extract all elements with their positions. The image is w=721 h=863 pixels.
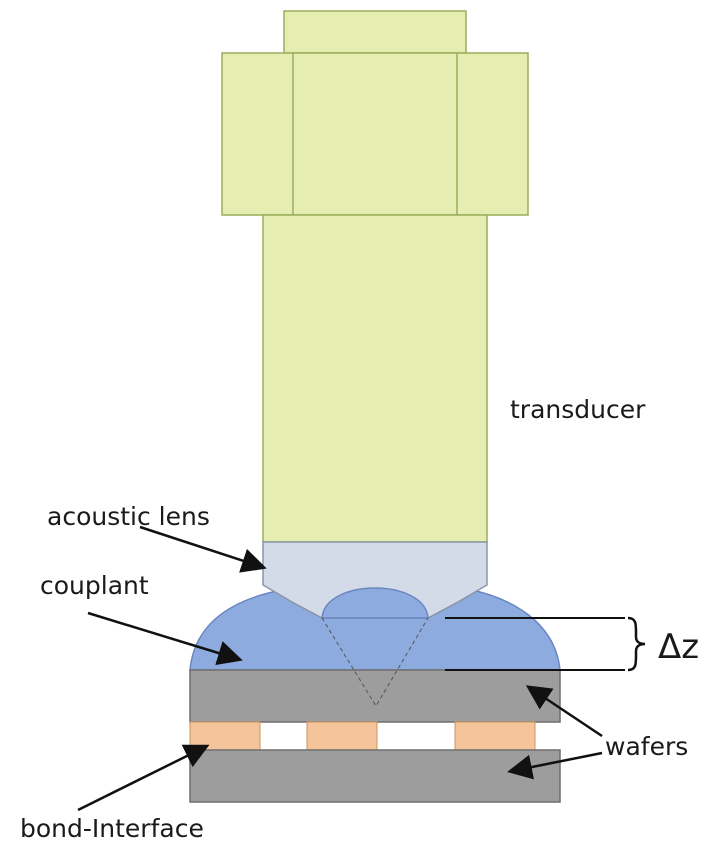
bond-pad-center bbox=[306, 721, 378, 751]
lens-dome bbox=[321, 587, 429, 619]
wafer-top bbox=[189, 669, 561, 723]
bond-interface-arrow bbox=[77, 744, 210, 812]
bond-pad-left bbox=[189, 721, 261, 751]
couplant-arrow bbox=[87, 611, 243, 666]
wafer-stack bbox=[189, 669, 561, 803]
delta-z-indicator: Δz bbox=[445, 616, 699, 672]
delta-z-brace bbox=[627, 616, 646, 672]
wafer-bottom bbox=[189, 749, 561, 803]
acoustic-lens-arrow bbox=[139, 525, 267, 573]
focus-cone bbox=[321, 617, 429, 707]
wafers-arrow-top bbox=[525, 685, 603, 738]
couplant-label: couplant bbox=[40, 571, 149, 600]
wafers-label: wafers bbox=[605, 732, 688, 761]
bond-pad-right bbox=[454, 721, 536, 751]
wafers-arrow-bottom bbox=[507, 751, 603, 780]
transducer bbox=[221, 10, 529, 543]
bond-interface-label: bond-Interface bbox=[20, 814, 204, 843]
transducer-top-cap bbox=[283, 10, 467, 54]
transducer-label: transducer bbox=[510, 395, 646, 424]
acoustic-lens-label: acoustic lens bbox=[47, 502, 210, 531]
transducer-body bbox=[262, 214, 488, 543]
delta-z-label: Δz bbox=[658, 627, 699, 667]
transducer-housing bbox=[221, 52, 529, 216]
